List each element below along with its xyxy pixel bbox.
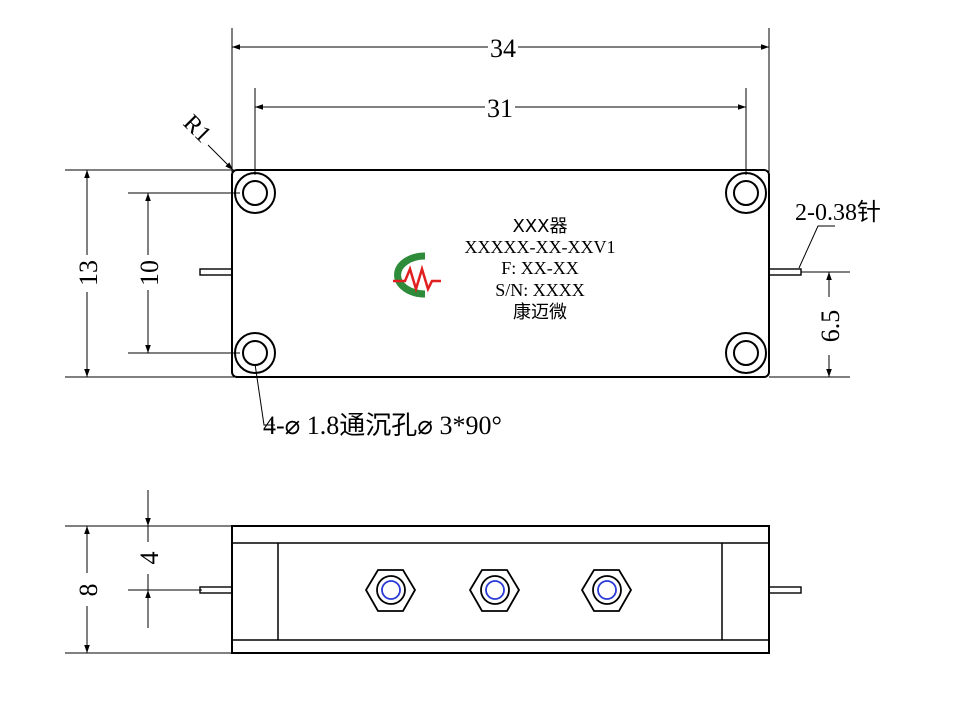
dim-overall-width-value: 34	[490, 34, 516, 63]
right-pin	[768, 268, 802, 276]
side-view	[65, 525, 802, 654]
hole-top-left	[234, 172, 276, 214]
dim-overall-height-value: 13	[74, 260, 103, 286]
side-left-pin	[199, 586, 233, 594]
label-frequency: F: XX-XX	[501, 258, 579, 278]
dim-hole-spacing-y-value: 10	[135, 260, 164, 286]
dim-side-pin-height-value: 4	[135, 552, 164, 565]
label-model-number: XXXXX-XX-XXV1	[465, 237, 616, 257]
hole-spec-callout: 4-⌀ 1.8通沉孔⌀ 3*90°	[254, 363, 502, 440]
pin-spec-callout: 2-0.38针	[795, 199, 881, 269]
dim-hole-spacing-x-value: 31	[487, 94, 513, 123]
dim-side-height-value: 8	[74, 584, 103, 597]
dim-hole-spacing-y: 10	[135, 193, 164, 353]
label-product-type: XXX器	[513, 216, 568, 237]
label-serial-number: S/N: XXXX	[495, 280, 585, 300]
dim-side-pin-height: 4	[135, 490, 164, 628]
hole-top-right	[725, 172, 767, 214]
dim-pin-offset: 6.5	[816, 272, 845, 377]
hole-bottom-right	[725, 332, 767, 374]
dim-overall-width: 34	[232, 34, 769, 63]
cmw-logo	[393, 252, 441, 298]
side-body-outline	[231, 525, 770, 654]
side-right-pin	[768, 586, 802, 594]
connector-1	[364, 569, 417, 612]
dim-overall-height: 13	[74, 170, 103, 377]
dim-hole-spacing-x: 31	[255, 94, 746, 123]
dim-pin-offset-value: 6.5	[816, 310, 845, 343]
hole-spec-label: 4-⌀ 1.8通沉孔⌀ 3*90°	[263, 411, 502, 440]
product-label: XXX器 XXXXX-XX-XXV1 F: XX-XX S/N: XXXX 康迈…	[465, 216, 616, 323]
corner-radius-label: R1	[178, 110, 216, 148]
pin-spec-label: 2-0.38针	[795, 199, 881, 226]
label-company: 康迈微	[513, 302, 567, 323]
left-pin	[199, 268, 233, 276]
corner-radius-callout: R1	[178, 110, 234, 171]
connector-2	[468, 569, 521, 612]
connector-3	[580, 569, 633, 612]
dim-side-height: 8	[74, 526, 103, 653]
top-view	[65, 28, 850, 378]
